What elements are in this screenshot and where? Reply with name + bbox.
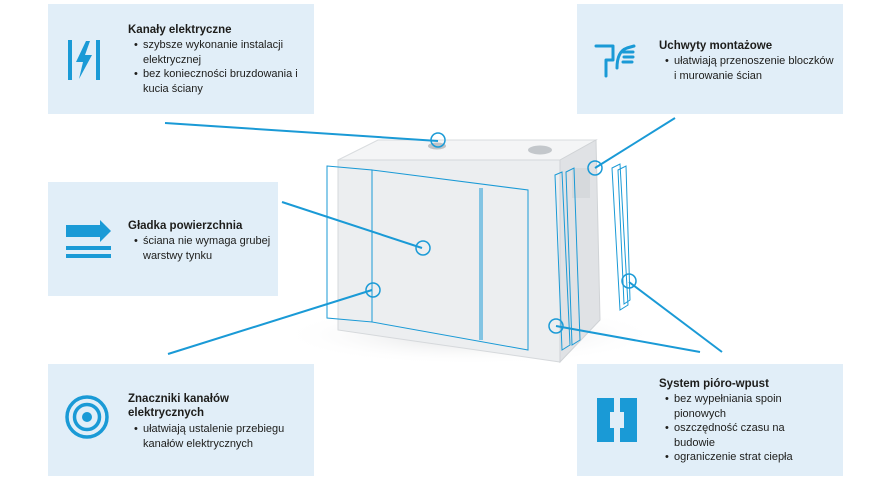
leader-line-handles <box>594 117 676 169</box>
arrows-right-icon <box>66 219 112 264</box>
bullet-list: ściana nie wymaga grubej warstwy tynku <box>134 234 274 263</box>
bullet-list: bez wypełniania spoin pionowych oszczędn… <box>665 392 805 465</box>
panel-title: System pióro-wpust <box>659 378 769 390</box>
leader-line-tongue-1 <box>555 325 701 353</box>
hand-grip-icon <box>593 38 637 83</box>
block-top-face <box>337 139 598 161</box>
aerated-concrete-block <box>337 139 601 364</box>
lightning-icon <box>66 38 102 87</box>
bullet-list: szybsze wykonanie instalacji elektryczne… <box>134 38 304 96</box>
callout-circle-tongue-1 <box>548 318 564 334</box>
bullet-list: ułatwiają ustalenie przebiegu kanałów el… <box>134 422 314 451</box>
panel-electrical-channels: Kanały elektryczne szybsze wykonanie ins… <box>48 4 314 114</box>
callout-circle-handles <box>587 160 603 176</box>
blue-outline-overlay <box>326 163 631 351</box>
list-item: ograniczenie strat ciepła <box>665 450 805 465</box>
panel-title: Znaczniki kanałów elektrycznych <box>128 393 229 419</box>
panel-channel-markers: Znaczniki kanałów elektrycznych ułatwiaj… <box>48 364 314 476</box>
list-item: bez wypełniania spoin pionowych <box>665 392 805 421</box>
list-item: ułatwiają ustalenie przebiegu kanałów el… <box>134 422 314 451</box>
list-item: ułatwiają przenoszenie bloczków i murowa… <box>665 54 835 83</box>
panel-title: Uchwyty montażowe <box>659 40 773 52</box>
block-channel-hole-2 <box>528 145 552 155</box>
leader-line-tongue-2 <box>628 281 723 353</box>
list-item: ściana nie wymaga grubej warstwy tynku <box>134 234 274 263</box>
callout-circle-surface <box>415 240 431 256</box>
panel-mounting-handles: Uchwyty montażowe ułatwiają przenoszenie… <box>577 4 843 114</box>
panel-title: Gładka powierzchnia <box>128 220 243 232</box>
leader-line-markers <box>167 289 373 355</box>
leader-lines <box>164 117 723 355</box>
handle-recess <box>572 168 590 198</box>
panel-tongue-groove: System pióro-wpust bez wypełniania spoin… <box>577 364 843 476</box>
callout-circle-channels <box>430 132 446 148</box>
leader-line-channels <box>164 122 439 142</box>
callout-circle-markers <box>365 282 381 298</box>
target-icon <box>64 394 110 445</box>
callout-circle-tongue-2 <box>621 273 637 289</box>
leader-line-surface <box>281 201 423 249</box>
tongue-groove-icon <box>597 398 637 447</box>
callout-markers <box>365 132 637 334</box>
list-item: szybsze wykonanie instalacji elektryczne… <box>134 38 304 67</box>
panel-smooth-surface: Gładka powierzchnia ściana nie wymaga gr… <box>48 182 278 296</box>
list-item: oszczędność czasu na budowie <box>665 421 805 450</box>
list-item: bez konieczności bruzdowania i kucia ści… <box>134 67 304 96</box>
bullet-list: ułatwiają przenoszenie bloczków i murowa… <box>665 54 835 83</box>
panel-title: Kanały elektryczne <box>128 24 232 36</box>
